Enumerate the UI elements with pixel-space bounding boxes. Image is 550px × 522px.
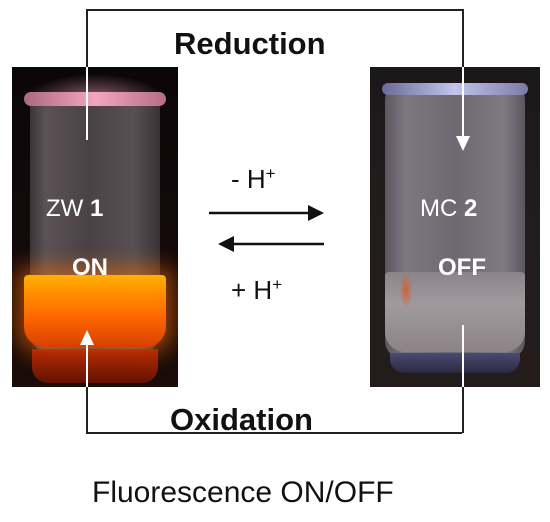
vial-label-mc: MC 2 xyxy=(420,197,477,221)
vial-base-glow xyxy=(32,349,158,383)
forward-arrowhead-icon xyxy=(308,205,324,221)
cycle-frame-left-bottom xyxy=(86,387,88,433)
state-on-label: ON xyxy=(72,254,108,281)
compound-name: ZW xyxy=(46,195,84,222)
orange-glint xyxy=(400,272,412,308)
arrowhead-down-icon xyxy=(456,136,470,151)
vial-rim xyxy=(24,92,166,106)
cycle-frame-top xyxy=(86,9,462,11)
vial-rim xyxy=(382,83,528,95)
figure-caption: Fluorescence ON/OFF xyxy=(92,476,394,509)
arrowhead-up-icon xyxy=(80,330,94,345)
cycle-frame-right-top xyxy=(462,9,464,69)
protonation-text: + H xyxy=(231,275,273,305)
charge-superscript: + xyxy=(272,275,283,294)
reduction-label: Reduction xyxy=(172,26,328,61)
vial-base xyxy=(390,353,520,373)
compound-number: 1 xyxy=(89,195,104,222)
fluorescent-solution xyxy=(24,275,166,347)
cycle-frame-bottom xyxy=(86,432,462,434)
vial-label-zw: ZW 1 xyxy=(46,197,103,221)
oxidation-label: Oxidation xyxy=(170,402,313,437)
vial-photo-mc: MC 2 OFF xyxy=(370,67,540,387)
state-off-label: OFF xyxy=(438,254,486,281)
protonation-label: + H+ xyxy=(231,276,282,303)
compound-name: MC xyxy=(420,195,458,222)
reverse-arrowhead-icon xyxy=(218,236,234,252)
cycle-frame-right-bottom xyxy=(462,387,464,433)
charge-superscript: + xyxy=(265,164,276,183)
deprotonation-label: - H+ xyxy=(231,165,276,192)
compound-number: 2 xyxy=(464,195,478,222)
deprotonation-text: - H xyxy=(231,164,266,194)
vial-photo-zw: ZW 1 ON xyxy=(12,67,178,387)
